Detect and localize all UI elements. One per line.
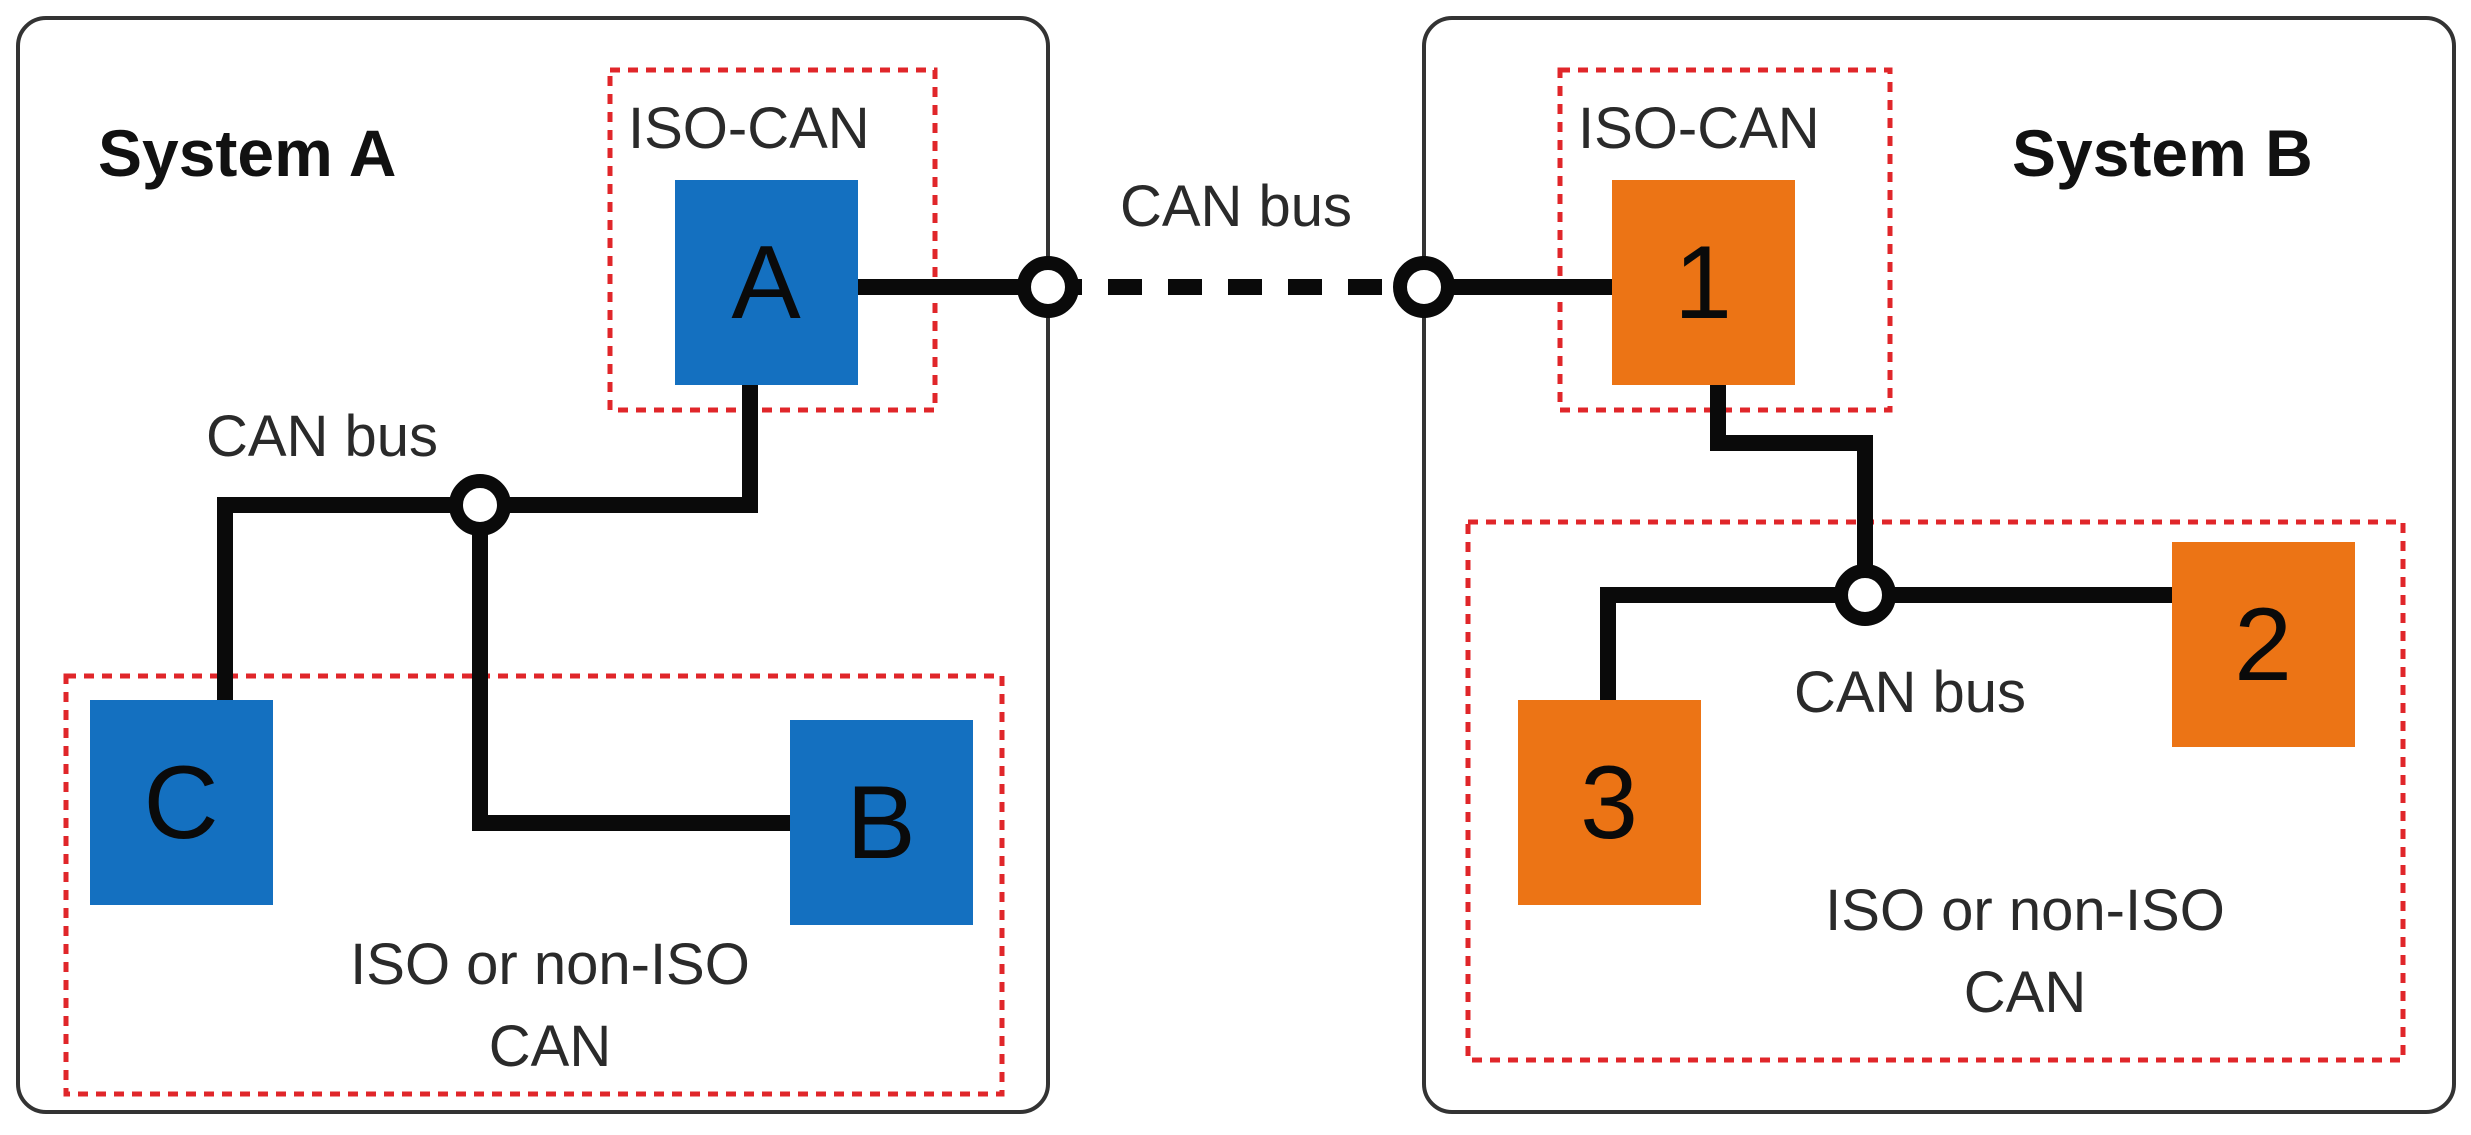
node-3-box xyxy=(1518,700,1701,905)
system-a-bus-label: CAN bus xyxy=(206,404,438,469)
system-b-mixed-zone-label-line1: ISO or non-ISO xyxy=(1825,878,2225,943)
system-a-gateway-connector xyxy=(1017,256,1079,318)
node-2-label: 2 xyxy=(2234,587,2292,703)
system-a-bus-branch-b xyxy=(472,497,798,831)
system-b-bus-junction xyxy=(1834,564,1896,626)
node-c-label: C xyxy=(143,745,218,861)
system-a-mixed-zone-label-line1: ISO or non-ISO xyxy=(350,932,750,997)
node-a-box xyxy=(675,180,858,385)
node-2-box xyxy=(2172,542,2355,747)
node-1: 1 xyxy=(1612,180,1795,385)
system-a-bus-junction xyxy=(449,474,511,536)
system-a-mixed-zone xyxy=(63,673,1005,1097)
system-b-can-bus xyxy=(1600,587,2180,708)
node-b-box xyxy=(790,720,973,925)
system-b-bus-trunk xyxy=(1710,377,1873,603)
system-b-bus-label: CAN bus xyxy=(1794,660,2026,725)
system-b-title: System B xyxy=(2012,116,2313,190)
node-c: C xyxy=(90,700,273,905)
node-3: 3 xyxy=(1518,700,1701,905)
node-b: B xyxy=(790,720,973,925)
link-bus-label: CAN bus xyxy=(1120,174,1352,239)
node-a: A xyxy=(675,180,858,385)
system-a-iso-zone-label: ISO-CAN xyxy=(628,96,870,161)
node-a-label: A xyxy=(731,225,801,341)
system-a-title: System A xyxy=(98,116,396,190)
node-1-box xyxy=(1612,180,1795,385)
system-b-iso-zone-label: ISO-CAN xyxy=(1578,96,1820,161)
node-b-label: B xyxy=(846,765,915,881)
node-1-label: 1 xyxy=(1674,225,1732,341)
node-3-label: 3 xyxy=(1580,745,1638,861)
system-b-mixed-zone-label-line2: CAN xyxy=(1964,960,2086,1025)
system-b-gateway-connector xyxy=(1393,256,1455,318)
node-2: 2 xyxy=(2172,542,2355,747)
system-a-iso-zone xyxy=(607,67,938,413)
system-a-mixed-zone-label-line2: CAN xyxy=(489,1014,611,1079)
node-c-box xyxy=(90,700,273,905)
